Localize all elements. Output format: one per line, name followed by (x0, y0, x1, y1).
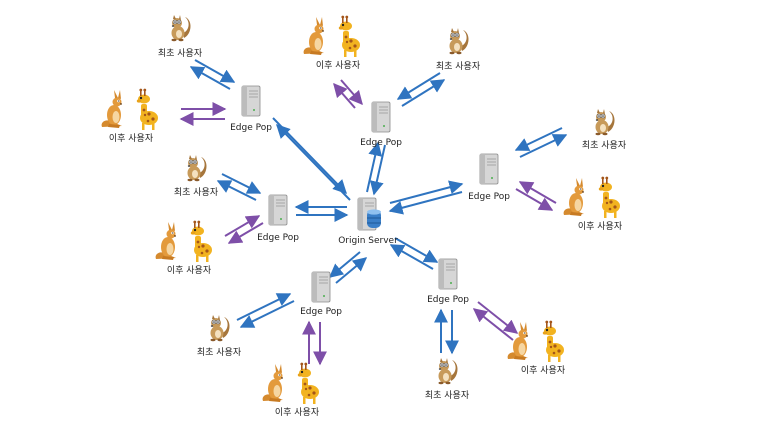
origin-edge-links (272, 117, 464, 284)
edge-first-user-links (189, 59, 568, 355)
first-user-bottom-left: 최초 사용자 (197, 314, 242, 358)
later-user-label: 이후 사용자 (167, 265, 212, 276)
arrow-later-user-to-edge-top-center (340, 79, 363, 106)
arrow-edge-top-left-to-origin (272, 117, 347, 195)
arrow-edge-bottom-right-to-later-user (477, 301, 519, 334)
edge-pop-label: Edge Pop (300, 307, 342, 317)
edge-pop-label: Edge Pop (360, 138, 402, 148)
later-user-right: 이후 사용자 (563, 176, 623, 232)
edge-pop-label: Edge Pop (427, 295, 469, 305)
server-tower-icon (371, 101, 391, 133)
edge-later-user-links (179, 79, 557, 366)
arrow-edge-right-to-later-user (515, 188, 554, 211)
arrow-edge-top-center-to-origin (369, 144, 386, 196)
database-server-icon (357, 197, 382, 231)
later-user-top-left: 이후 사용자 (101, 88, 158, 144)
first-user-left: 최초 사용자 (174, 154, 219, 198)
edge-pop-bottom-left: Edge Pop (300, 271, 342, 317)
first-user-right: 최초 사용자 (582, 108, 627, 151)
squirrel-icon (210, 314, 231, 342)
arrow-later-user-to-edge-left (224, 215, 261, 237)
squirrel-icon (449, 27, 470, 55)
edge-pop-label: Edge Pop (230, 123, 272, 133)
arrow-origin-to-edge-bottom-right (394, 237, 439, 263)
server-tower-icon (311, 271, 331, 303)
later-user-label: 이후 사용자 (109, 133, 154, 144)
first-user-label: 최초 사용자 (174, 187, 219, 198)
arrow-edge-top-center-to-first-user (401, 79, 446, 107)
squirrel-icon (595, 108, 616, 136)
squirrel-icon (438, 357, 459, 385)
first-user-top-left: 최초 사용자 (158, 14, 203, 59)
first-user-label: 최초 사용자 (425, 390, 470, 401)
server-tower-icon (438, 258, 458, 290)
later-user-bottom-left: 이후 사용자 (262, 362, 320, 418)
origin-server-node: Origin Server (338, 197, 398, 246)
later-user-bottom-right: 이후 사용자 (507, 320, 566, 376)
kangaroo-giraffe-icon (563, 176, 620, 218)
edge-pop-right: Edge Pop (468, 153, 510, 202)
edge-pop-bottom-right: Edge Pop (427, 258, 469, 305)
squirrel-icon (171, 14, 192, 42)
arrow-edge-left-to-later-user (227, 222, 264, 244)
arrow-origin-to-edge-top-left (276, 123, 351, 201)
server-tower-icon (268, 194, 288, 226)
edge-pop-label: Edge Pop (257, 233, 299, 243)
arrow-edge-right-to-first-user (519, 134, 568, 158)
arrow-first-user-to-edge-right (514, 127, 563, 151)
origin-server-label: Origin Server (338, 236, 398, 246)
first-user-label: 최초 사용자 (197, 347, 242, 358)
later-user-label: 이후 사용자 (578, 221, 623, 232)
arrow-edge-bottom-left-to-first-user (239, 300, 295, 328)
arrow-first-user-to-edge-left (221, 173, 262, 194)
first-user-top-center: 최초 사용자 (436, 27, 481, 72)
arrow-edge-bottom-left-to-origin (335, 257, 368, 284)
arrow-origin-to-edge-top-center (366, 141, 383, 193)
arrow-first-user-to-edge-top-center (396, 72, 441, 100)
arrow-later-user-to-edge-bottom-right (472, 308, 514, 341)
first-user-bottom-right: 최초 사용자 (425, 357, 470, 401)
arrow-first-user-to-edge-top-left (194, 59, 236, 83)
later-user-left: 이후 사용자 (155, 220, 212, 276)
squirrel-icon (187, 154, 208, 182)
edge-pop-top-left: Edge Pop (230, 85, 272, 133)
arrow-edge-right-to-origin (388, 191, 463, 215)
later-user-label: 이후 사용자 (316, 60, 361, 71)
edge-pop-left: Edge Pop (257, 194, 299, 243)
arrow-origin-to-edge-right (389, 180, 464, 204)
arrow-origin-to-edge-bottom-left (328, 251, 361, 278)
server-tower-icon (241, 85, 261, 117)
later-user-label: 이후 사용자 (275, 407, 320, 418)
arrow-edge-top-left-to-first-user (189, 66, 231, 90)
first-user-label: 최초 사용자 (436, 61, 481, 72)
edge-pop-label: Edge Pop (468, 192, 510, 202)
kangaroo-giraffe-icon (507, 320, 564, 362)
first-user-label: 최초 사용자 (158, 48, 203, 59)
arrow-edge-bottom-right-to-origin (389, 244, 434, 270)
later-user-top-center: 이후 사용자 (303, 15, 361, 71)
arrow-edge-left-to-first-user (216, 180, 257, 201)
edge-pop-top-center: Edge Pop (360, 101, 402, 148)
kangaroo-giraffe-icon (262, 362, 319, 404)
kangaroo-giraffe-icon (101, 88, 158, 130)
arrow-later-user-to-edge-right (518, 181, 557, 204)
first-user-label: 최초 사용자 (582, 140, 627, 151)
later-user-label: 이후 사용자 (521, 365, 566, 376)
kangaroo-giraffe-icon (303, 15, 360, 58)
kangaroo-giraffe-icon (155, 220, 212, 262)
server-tower-icon (479, 153, 499, 185)
arrow-edge-top-center-to-later-user (333, 82, 356, 109)
